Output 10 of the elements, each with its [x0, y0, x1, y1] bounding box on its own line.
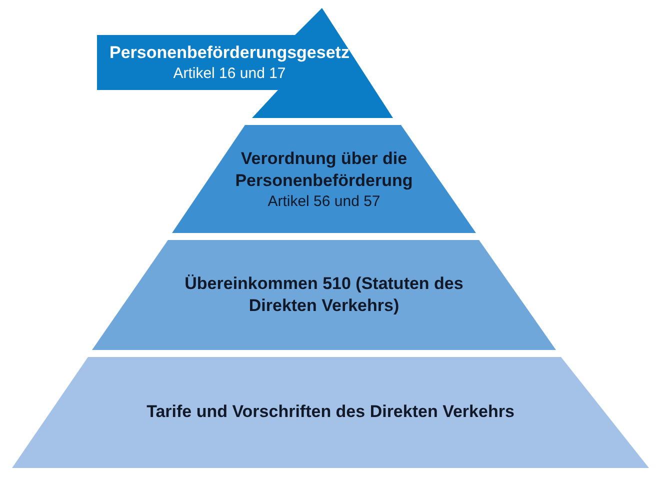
tier-heading: Personenbeförderungsgesetz — [110, 42, 350, 64]
pyramid-tier — [97, 8, 393, 118]
tier-heading: Tarife und Vorschriften des Direkten Verkehrs — [146, 401, 514, 423]
tier-heading: Verordnung über die Personenbeförderung — [234, 148, 414, 192]
tier-subtitle: Artikel 16 und 17 — [173, 64, 286, 84]
tier-heading: Übereinkommen 510 (Statuten des Direkten Verkehrs) — [184, 273, 464, 317]
pyramid-tier — [172, 125, 476, 233]
pyramid-tier — [12, 357, 649, 468]
pyramid-tier — [92, 240, 556, 350]
tier-subtitle: Artikel 56 und 57 — [268, 192, 380, 212]
